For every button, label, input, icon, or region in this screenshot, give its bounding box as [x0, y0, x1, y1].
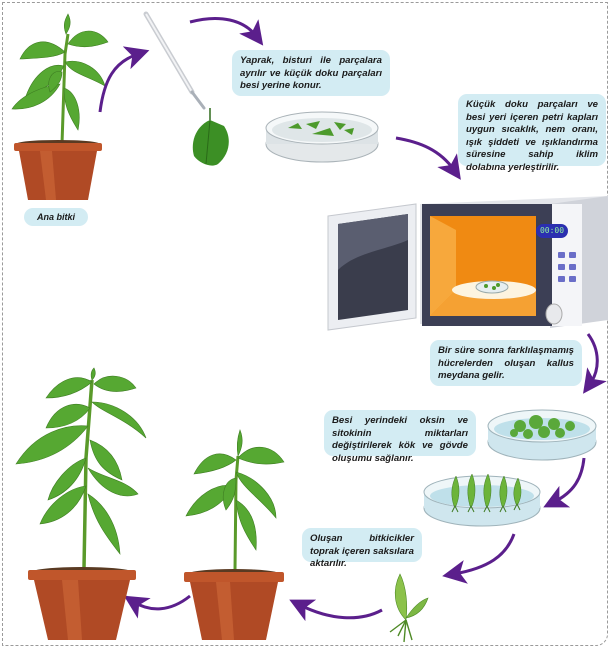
leaf-icon — [192, 108, 229, 166]
mother-plant — [11, 13, 109, 200]
arrow-shoots-to-plantlet — [442, 533, 516, 584]
petri-dish-callus — [487, 409, 597, 461]
arrow-plantlet-to-pot — [289, 599, 383, 622]
mother-plant-leaves — [11, 13, 109, 131]
arrow-plant-to-scalpel — [98, 46, 150, 113]
arrow-cabinet-to-callus — [583, 333, 607, 394]
step-3-text: Bir süre sonra farklılaşmamış hücrelerde… — [430, 340, 582, 386]
climate-cabinet: 00:00 — [326, 190, 608, 336]
mother-plant-label: Ana bitki — [24, 208, 88, 226]
arrow-to-step1 — [189, 17, 264, 46]
petri-dish-leaf-pieces — [265, 111, 379, 163]
mother-plant-stem — [60, 33, 70, 145]
scalpel-icon — [143, 11, 206, 110]
petri-dish-shoots — [423, 473, 541, 527]
cabinet-display: 00:00 — [536, 224, 568, 238]
arrow-callus-to-shoots — [543, 457, 586, 508]
step-1-text: Yaprak, bisturi ile parçalara ayrılır ve… — [232, 50, 390, 96]
mature-plant-pot — [28, 567, 136, 640]
arrow-pot-to-pot — [123, 594, 191, 619]
cabinet-body — [327, 196, 608, 331]
step-4-text: Besi yerindeki oksin ve sitokinin miktar… — [324, 410, 476, 464]
arrow-dish-to-cabinet — [395, 136, 461, 180]
young-plant-leaves — [185, 429, 285, 551]
young-plant-pot — [184, 569, 284, 640]
step-5-text: Oluşan bitkicikler toprak içeren saksıla… — [302, 528, 422, 569]
mother-plant-pot — [14, 140, 102, 200]
mature-plant-leaves — [15, 367, 147, 555]
step-2-text: Küçük doku parçaları ve besi yeri içeren… — [458, 94, 606, 173]
plantlet-icon — [389, 573, 429, 643]
young-potted-plant — [184, 429, 285, 640]
mature-potted-plant — [15, 367, 147, 640]
